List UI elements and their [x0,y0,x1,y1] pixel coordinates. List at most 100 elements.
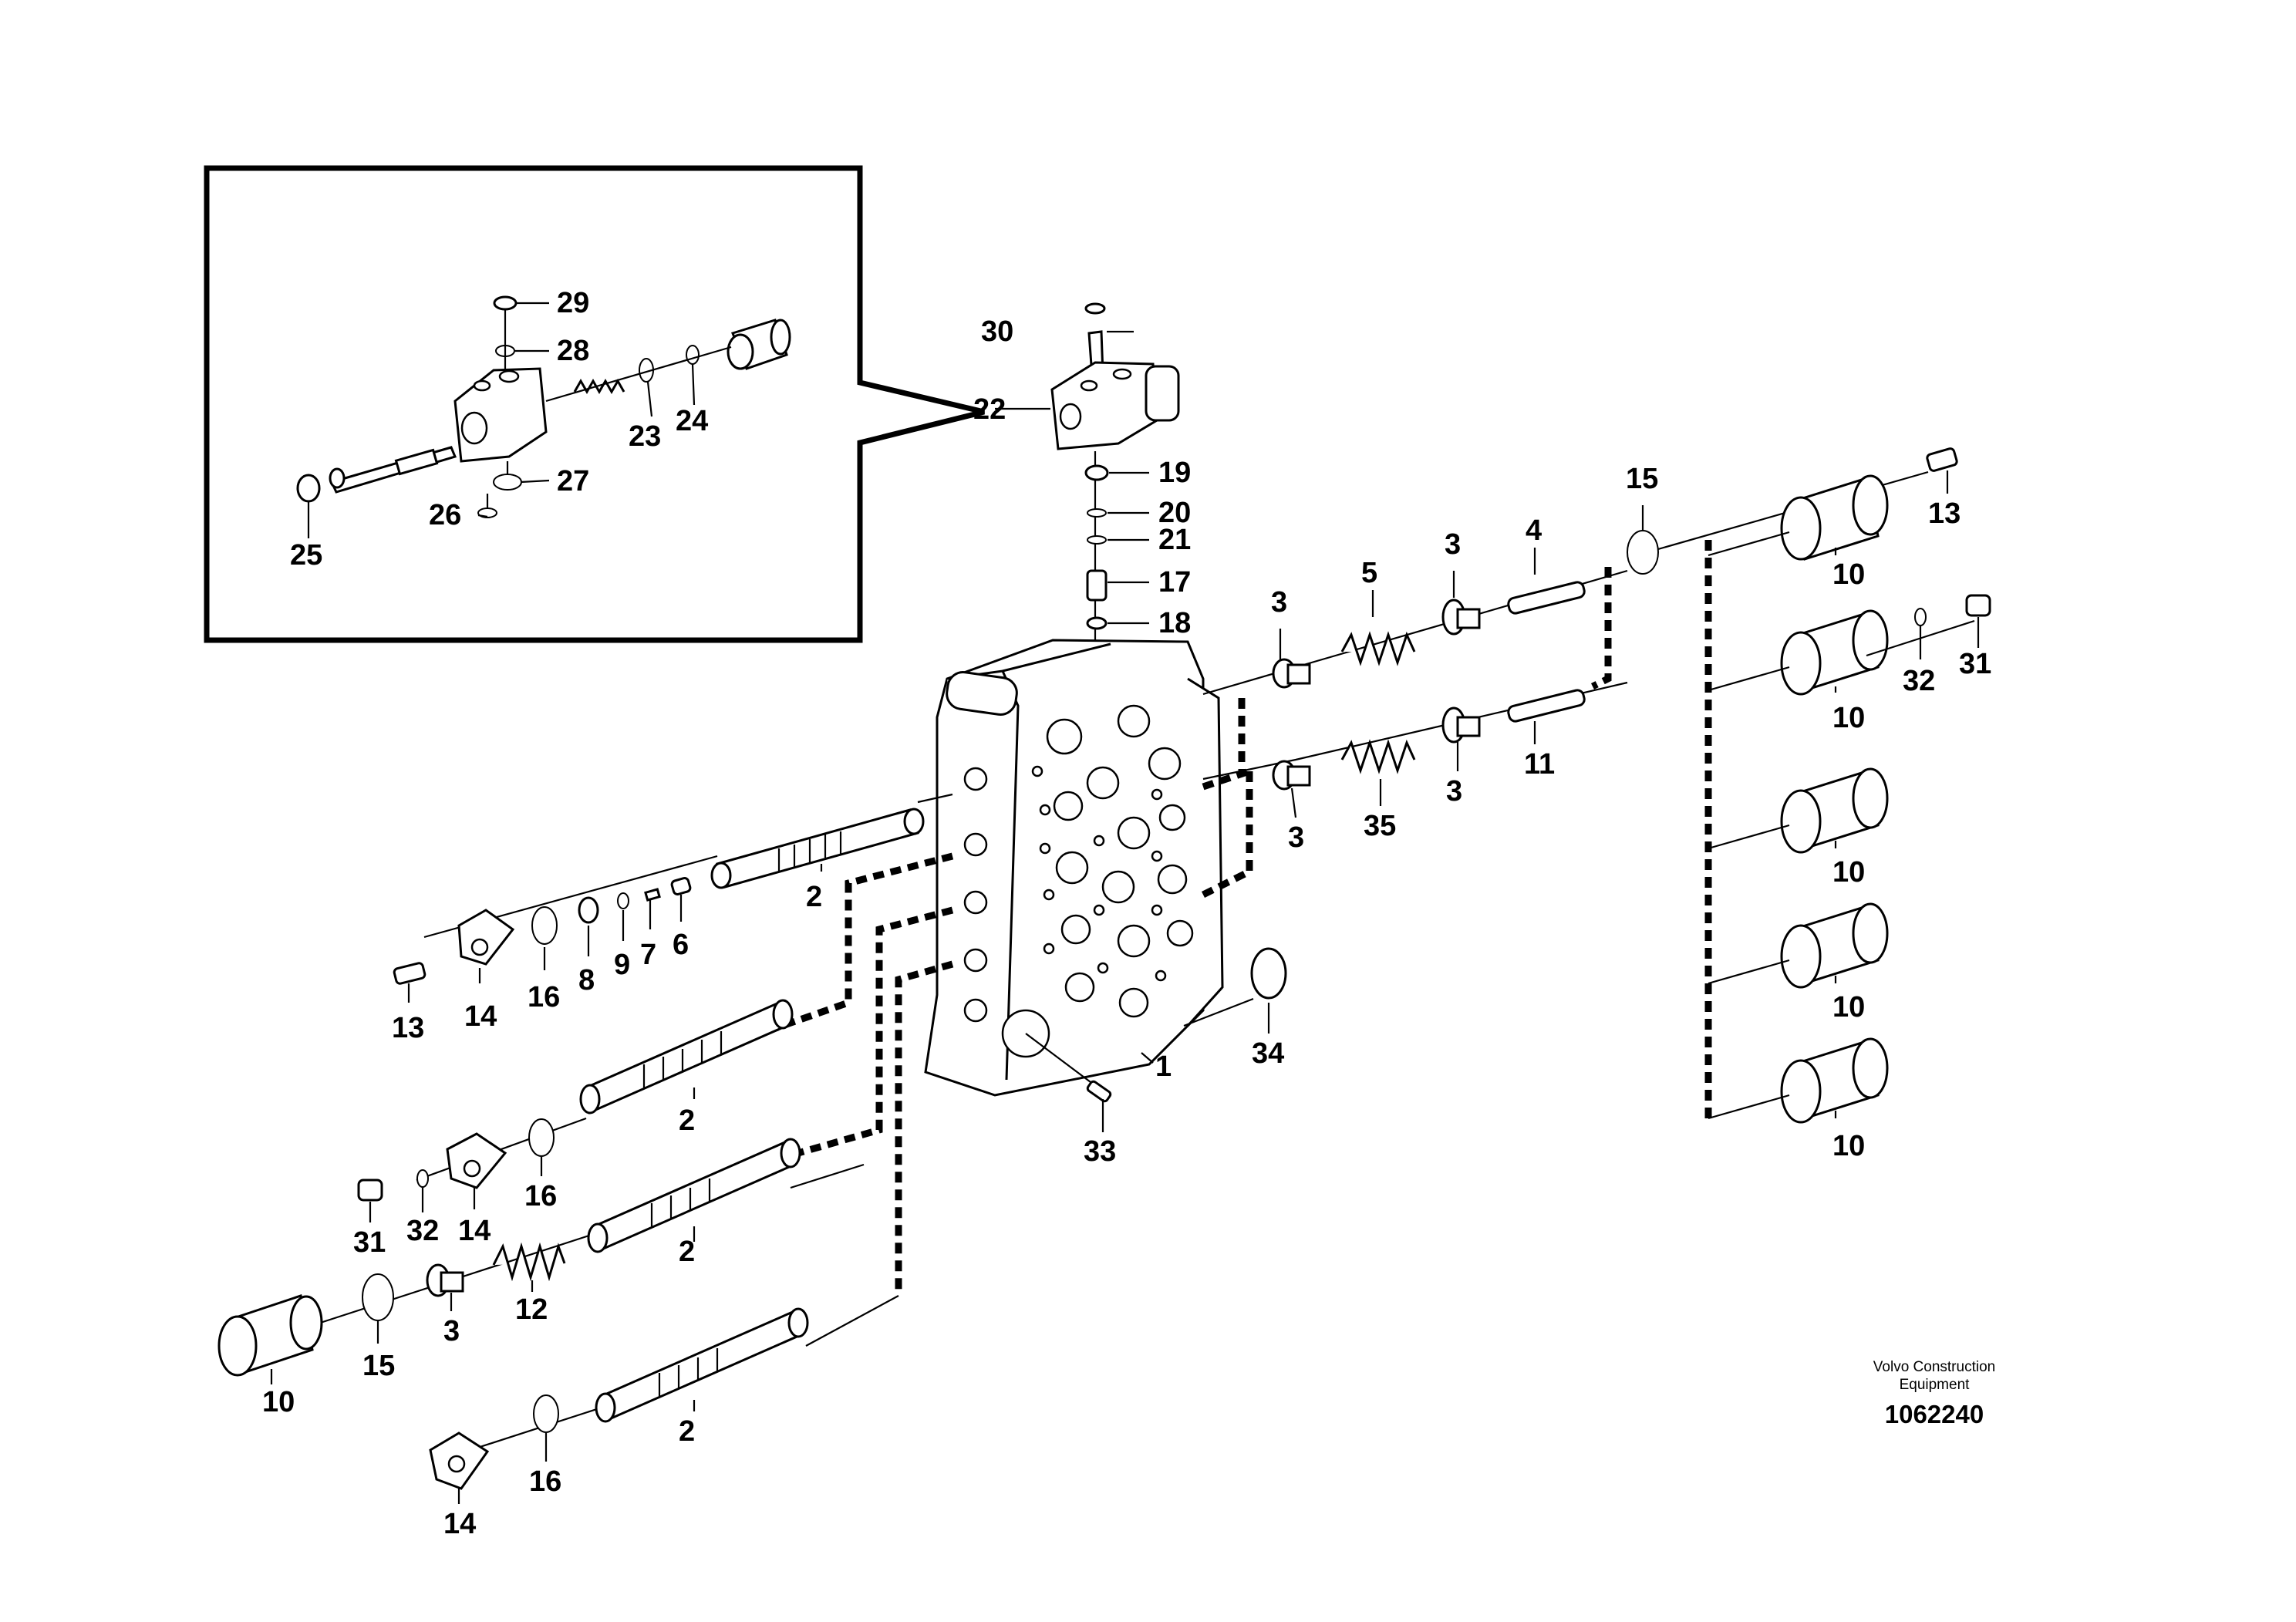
label-3-left: 3 [443,1315,460,1347]
part-19 [1084,464,1109,481]
part-5-spring [1340,631,1416,666]
inset-ring [329,467,346,489]
label-32-left: 32 [406,1215,439,1247]
label-6: 6 [673,929,689,961]
label-3-d: 3 [1446,775,1462,808]
part-20 [1087,508,1107,518]
label-3-c: 3 [1288,821,1304,854]
inset-oring-27 [493,474,522,491]
label-5: 5 [1361,557,1377,589]
label-19: 19 [1158,457,1191,489]
main-control-valve-block: 1 33 34 [924,639,1287,1168]
label-10-right-1: 10 [1832,558,1865,591]
label-10-right-3: 10 [1832,856,1865,889]
inset-spool [329,446,457,494]
label-35: 35 [1364,810,1396,842]
right-side-parts: 3 5 3 4 15 3 35 3 11 [1201,447,1991,1162]
label-16-row2: 16 [524,1180,557,1212]
inset-detail-box: 29 28 23 24 27 26 25 [204,165,985,643]
label-8: 8 [578,964,595,996]
label-15-right: 15 [1626,463,1658,495]
part-16-row1 [531,906,558,945]
part-31-bolt-left [357,1179,383,1202]
part-17 [1086,569,1108,602]
label-1: 1 [1155,1050,1172,1083]
label-23: 23 [629,420,661,453]
part-6 [670,877,692,895]
inset-valve-body [453,367,548,463]
flange-14-row2 [446,1132,507,1189]
inset-plug-25 [296,474,321,503]
part-34 [1250,947,1287,1000]
label-28: 28 [557,335,589,367]
label-11: 11 [1524,748,1555,781]
part-4-shaft [1507,581,1586,615]
spool-2-row1 [710,808,925,889]
label-14-row4: 14 [443,1508,476,1540]
part-16-row2 [528,1118,555,1157]
cap-10-right-3 [1780,767,1889,854]
flange-14-row4 [429,1431,490,1490]
label-14-row2: 14 [458,1215,491,1247]
cap-10-right-1 [1780,474,1889,561]
cap-10-right-2 [1780,609,1889,696]
label-27: 27 [557,465,589,497]
document-credit: Volvo Construction Equipment 1062240 [1873,1359,1995,1428]
cap-10-right-4 [1780,902,1889,989]
spool-2-row4 [595,1307,809,1423]
part-32-washer-left [416,1169,429,1188]
part-18 [1086,616,1108,630]
label-24: 24 [676,405,708,437]
label-2-row2: 2 [679,1104,695,1137]
inset-cap [727,319,791,370]
label-10-right-4: 10 [1832,991,1865,1023]
flange-14-row1 [457,909,515,966]
label-21: 21 [1158,524,1191,556]
label-10-left: 10 [262,1386,295,1418]
label-31-right: 31 [1959,648,1991,680]
inset-plug-29 [493,295,518,311]
part-33 [1086,1080,1112,1103]
label-10-right-5: 10 [1832,1130,1865,1162]
label-3-b: 3 [1445,528,1461,561]
part-11-shaft [1507,689,1586,723]
cap-10-right-5 [1780,1037,1889,1124]
top-pilot-valve-assembly: 30 22 19 20 21 17 18 [973,302,1191,663]
label-4: 4 [1526,514,1542,547]
dashed-connector-block-a [1201,698,1253,899]
label-26: 26 [429,499,461,531]
cap-10-left [217,1294,323,1377]
label-25: 25 [290,539,322,572]
label-14-row1: 14 [464,1000,497,1033]
part-7 [644,888,661,902]
label-13-left: 13 [392,1012,424,1044]
part-31-bolt-right [1965,594,1991,617]
part-9 [617,892,629,909]
part-15-oring-right [1627,530,1659,575]
inset-washer-24 [686,345,700,365]
label-20: 20 [1158,497,1191,529]
label-10-right-2: 10 [1832,702,1865,734]
dashed-connector-left-1 [770,852,954,1034]
label-18: 18 [1158,607,1191,639]
dashed-connector-left-3 [895,960,954,1296]
valve-block-holes [963,704,1194,1058]
credit-line-2: Equipment [1900,1377,1971,1393]
label-2-row3: 2 [679,1236,695,1268]
label-3-a: 3 [1271,586,1287,619]
label-34: 34 [1252,1037,1284,1070]
part-32-washer-right [1914,608,1927,626]
part-8 [578,896,599,924]
part-16-row4 [533,1394,559,1433]
label-7: 7 [640,939,656,971]
spool-2-row3 [587,1138,801,1253]
spool-2-row2 [579,999,794,1114]
label-31-left: 31 [353,1226,386,1259]
label-2-row4: 2 [679,1415,695,1448]
label-13-right: 13 [1928,497,1961,530]
label-2-row1: 2 [806,881,822,913]
dashed-connector-right-a [1590,567,1612,690]
label-17: 17 [1158,566,1191,599]
label-33: 33 [1084,1135,1116,1168]
